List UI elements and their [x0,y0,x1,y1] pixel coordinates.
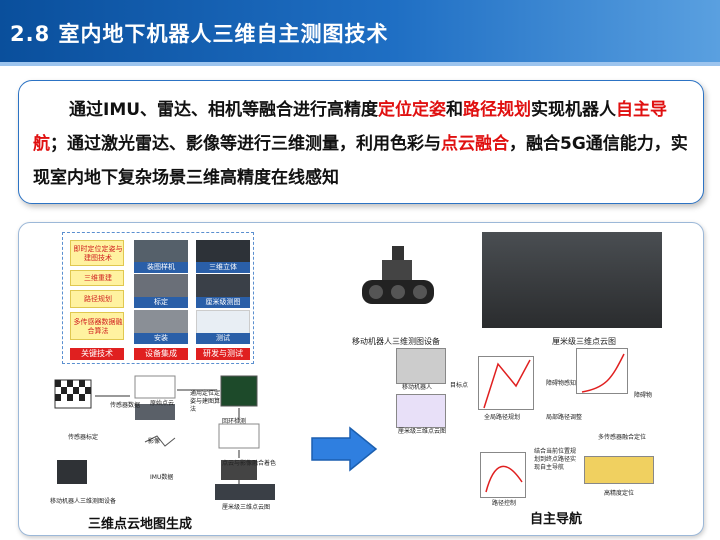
nav-label: 局部路径调整 [546,414,583,421]
nav-map-photo [396,394,446,428]
photo-caption: 三维立体 [196,262,250,273]
nav-label: 高精度定位 [604,490,635,497]
pointcloud-caption: 厘米级三维点云图 [552,337,616,346]
pointcloud-image [482,232,662,328]
fusion-map [584,456,654,484]
matrix-frame [62,232,254,364]
summary-part: 实现机器人 [531,100,617,120]
obstacle-plot [576,348,628,394]
nav-label: 目标点 [450,382,469,389]
robot-caption: 移动机器人三维测图设备 [352,337,440,346]
summary-text: 通过IMU、雷达、相机等融合进行高精度定位定姿和路径规划实现机器人自主导航；通过… [33,93,689,195]
summary-part: ，融合5G通信能力，实现室内地下复杂场景三维高精度在线感知 [33,134,688,188]
navigation-caption: 自主导航 [530,512,583,527]
nav-label: 全局路径规划 [484,414,521,421]
global-path-plot [478,356,534,410]
summary-part: ；通过激光雷达、影像等进行三维测量，利用色彩与 [50,134,441,154]
tech-label: 路径规划 [84,295,112,303]
title-bar: 2.8 室内地下机器人三维自主测图技术 [0,0,720,66]
highlight-navigation: 自主导航 [33,100,668,154]
tech-label: 三维重建 [84,274,112,282]
robot-illustration [362,246,434,304]
nav-label: 多传感器融合定位 [598,434,647,441]
highlight-fusion: 点云融合 [441,134,509,154]
flow-label: 影像 [148,438,161,445]
flow-label: 原始点云 [150,400,175,407]
nav-label: 障碍物感知 [546,380,577,387]
photo-caption: 测试 [196,333,250,344]
mapping-flow-diagram [54,375,275,500]
tech-cell-2: 三维重建 [70,270,124,286]
tech-cell-4: 多传感器数据融合算法 [70,312,124,340]
tag-integration: 设备集成 [134,348,188,360]
page-title: 2.8 室内地下机器人三维自主测图技术 [10,22,389,46]
highlight-path-planning: 路径规划 [463,100,532,120]
flow-label: 厘米级三维点云图 [222,504,271,511]
tech-cell-1: 即时定位定姿与建图技术 [70,240,124,266]
summary-part: 通过IMU、雷达、相机等融合进行高精度 [69,100,379,120]
flow-label: IMU数据 [150,474,174,481]
photo-caption: 标定 [134,297,188,308]
obstacle-curve [581,353,625,393]
flow-label: 移动机器人三维测图设备 [50,498,117,505]
photo-caption: 厘米级测图 [196,297,250,308]
mapping-caption: 三维点云地图生成 [88,517,193,532]
tech-cell-3: 路径规划 [70,290,124,308]
photo-caption: 安装 [134,333,188,344]
path-control-plot [480,452,526,498]
nav-label: 障碍物 [634,392,653,399]
flow-label: 传感器数据 [110,402,141,409]
tech-label: 即时定位定姿与建图技术 [73,245,123,262]
flow-label: 点云与影像融合着色 [222,460,277,467]
path-curve [483,359,531,409]
summary-part: 和 [446,100,464,120]
nav-label: 移动机器人 [402,384,433,391]
nav-label: 厘米级三维点云图 [398,428,447,435]
nav-label: 结合当前位置规划到终点路径实现自主导航 [534,448,577,471]
photo-caption: 装图样机 [134,262,188,273]
tag-key-tech: 关键技术 [70,348,124,360]
tech-label: 多传感器数据融合算法 [73,318,123,335]
control-curve [485,465,523,493]
flow-label: 传感器标定 [68,434,99,441]
summary-box: 通过IMU、雷达、相机等融合进行高精度定位定姿和路径规划实现机器人自主导航；通过… [18,80,704,204]
nav-label: 路径控制 [492,500,517,507]
highlight-positioning: 定位定姿 [378,100,447,120]
flow-label: 回环检测 [222,418,247,425]
nav-robot-photo [396,348,446,384]
tag-rnd: 研发与测试 [196,348,250,360]
flow-arrow-icon [311,426,378,472]
flow-label: 通用定位定姿与建图算法 [190,390,221,413]
